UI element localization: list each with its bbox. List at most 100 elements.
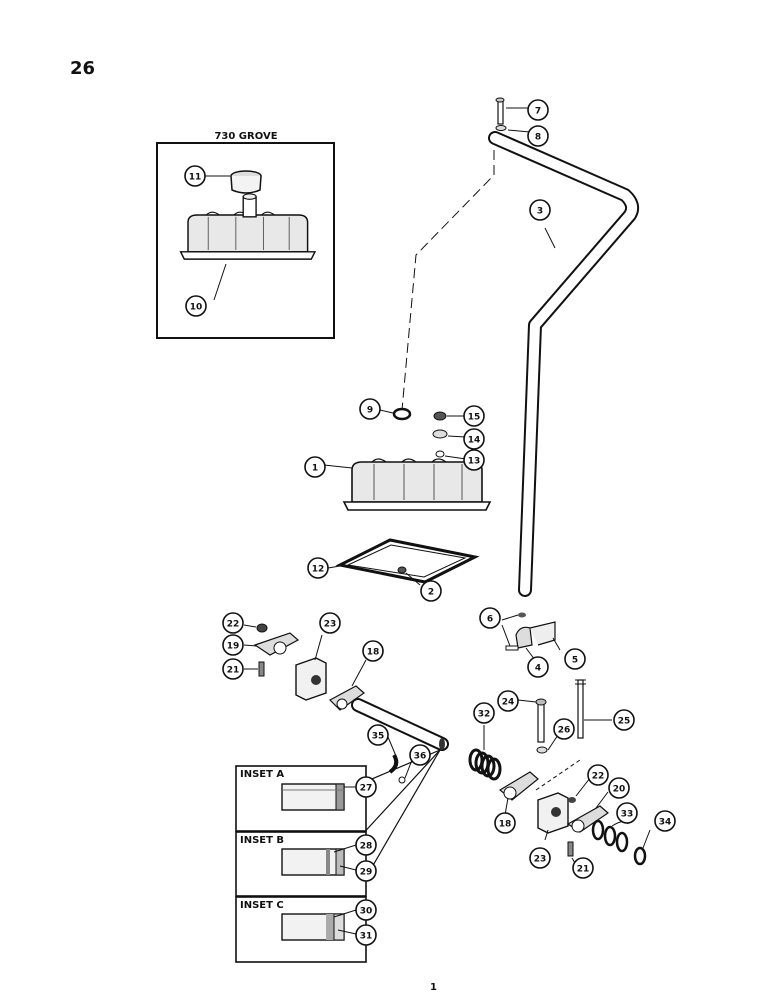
part-18-rocker-arm xyxy=(329,659,367,711)
callout-15-circle xyxy=(463,405,485,427)
callout-25-circle xyxy=(613,709,635,731)
part-35-pin xyxy=(387,736,399,774)
callout-24-label: 24 xyxy=(502,698,515,708)
callout-10-label: 10 xyxy=(190,303,203,313)
callout-26-label: 26 xyxy=(558,726,571,736)
part-5-bracket xyxy=(529,621,561,651)
part-9-grommet xyxy=(379,407,412,421)
callout-31-label: 31 xyxy=(360,932,373,942)
part-19-rocker-arm xyxy=(243,632,300,656)
part-21-screw xyxy=(244,661,265,677)
part-23-bracket xyxy=(295,634,327,701)
callout-29-circle xyxy=(355,860,377,882)
callout-28-circle xyxy=(355,834,377,856)
callout-26-circle xyxy=(553,718,575,740)
callout-34-label: 34 xyxy=(659,818,672,828)
page-number: 26 xyxy=(70,58,96,79)
callout-4-circle xyxy=(527,656,549,678)
callout-31-circle xyxy=(355,924,377,946)
part-23b-bracket xyxy=(537,792,569,841)
callout-30-circle xyxy=(355,899,377,921)
callout-32-circle xyxy=(473,702,495,724)
callout-5-label: 5 xyxy=(572,656,578,666)
callout-27-label: 27 xyxy=(360,784,373,794)
callout-18-b-circle xyxy=(494,812,516,834)
inset-730-title: 730 GROVE xyxy=(214,131,277,142)
callout-5-circle xyxy=(564,648,586,670)
callout-36-label: 36 xyxy=(414,752,427,762)
callout-12-label: 12 xyxy=(312,565,325,575)
part-7-bolt xyxy=(495,97,530,125)
part-14-washer xyxy=(432,429,467,439)
callout-30-label: 30 xyxy=(360,907,373,917)
callout-18-circle xyxy=(362,640,384,662)
callout-33-label: 33 xyxy=(621,810,634,820)
callout-36-circle xyxy=(409,744,431,766)
callout-12-circle xyxy=(307,557,329,579)
callout-11-label: 11 xyxy=(189,173,202,183)
callout-2-circle xyxy=(420,580,442,602)
callout-34-circle xyxy=(654,810,676,832)
callout-22-label: 22 xyxy=(227,620,240,630)
part-26-washer xyxy=(536,734,559,754)
callout-2-label: 2 xyxy=(428,588,434,598)
callout-6-label: 6 xyxy=(487,615,493,625)
callout-19-label: 19 xyxy=(227,642,240,652)
callout-14-circle xyxy=(463,428,485,450)
callout-20-circle xyxy=(608,777,630,799)
callout-8-label: 8 xyxy=(535,133,541,143)
part-34-ring xyxy=(633,829,651,866)
callout-19-circle xyxy=(222,634,244,656)
callout-32-label: 32 xyxy=(478,710,491,720)
callout-22-b-label: 22 xyxy=(592,772,605,782)
part-32-spring xyxy=(468,725,502,781)
part-22-nut xyxy=(243,623,268,633)
inset-b-label: INSET B xyxy=(240,835,284,846)
callout-11-circle xyxy=(184,165,206,187)
callout-10-circle xyxy=(185,295,207,317)
callout-24-circle xyxy=(497,690,519,712)
part-22b-nut xyxy=(568,777,591,803)
callout-23-b-circle xyxy=(529,847,551,869)
part-3-tube xyxy=(488,131,640,597)
part-36-plug xyxy=(398,759,413,784)
callout-35-label: 35 xyxy=(372,732,385,742)
callout-21-circle xyxy=(222,658,244,680)
footer-page-mark: 1 xyxy=(430,982,437,993)
part-24-bolt xyxy=(517,698,547,743)
callout-9-label: 9 xyxy=(367,406,373,416)
callout-23-b-label: 23 xyxy=(534,855,547,865)
part-8-washer xyxy=(495,125,531,133)
callout-1-label: 1 xyxy=(312,464,318,474)
callout-20-label: 20 xyxy=(613,785,626,795)
inset-a-label: INSET A xyxy=(240,769,284,780)
callout-25-label: 25 xyxy=(618,717,631,727)
callout-4-label: 4 xyxy=(535,664,541,674)
callout-21-label: 21 xyxy=(227,666,240,676)
callout-9-circle xyxy=(359,398,381,420)
part-25-bolt xyxy=(575,679,612,739)
callout-22-b-circle xyxy=(587,764,609,786)
callout-15-label: 15 xyxy=(468,413,481,423)
part-13-seal xyxy=(435,450,467,460)
callout-29-label: 29 xyxy=(360,868,373,878)
callout-21-b-circle xyxy=(572,857,594,879)
part-20-rocker-arm xyxy=(566,791,609,833)
callout-35-circle xyxy=(367,724,389,746)
callout-27-circle xyxy=(355,776,377,798)
callout-21-b-label: 21 xyxy=(577,865,590,875)
inset-boxes xyxy=(235,765,367,963)
callout-22-circle xyxy=(222,612,244,634)
callout-23-circle xyxy=(319,612,341,634)
callout-7-circle xyxy=(527,99,549,121)
part-6-bolt xyxy=(501,612,526,651)
callout-3-label: 3 xyxy=(537,207,543,217)
inset-730-grove: 730 GROVE xyxy=(156,131,335,339)
callout-33-circle xyxy=(616,802,638,824)
callout-14-label: 14 xyxy=(468,436,481,446)
callout-18-b-label: 18 xyxy=(499,820,512,830)
callout-6-circle xyxy=(479,607,501,629)
callout-7-label: 7 xyxy=(535,107,541,117)
